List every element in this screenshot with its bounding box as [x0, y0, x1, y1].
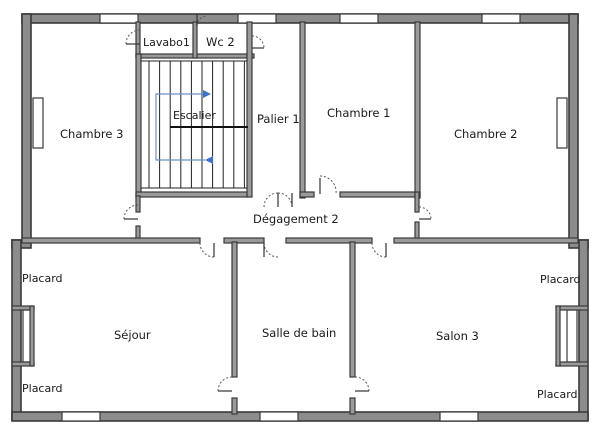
window — [99, 13, 139, 24]
wall-chambre3-right-lower — [135, 195, 141, 213]
stair-arrow — [155, 90, 213, 164]
wall-degagement-right-upper — [414, 191, 420, 213]
wall-central-right — [393, 237, 579, 244]
wall-left-lower — [11, 239, 22, 421]
window — [32, 97, 44, 149]
door-palier-2[interactable] — [277, 192, 293, 208]
wall-sejour-bain-lower — [231, 397, 238, 415]
door-top-room-right[interactable] — [251, 35, 265, 49]
label-lavabo: Lavabo1 — [143, 36, 190, 49]
wall-placard-tr — [555, 305, 589, 311]
door-chambre2[interactable] — [418, 206, 432, 220]
stair-treads — [148, 61, 245, 188]
label-placard-tl: Placard — [22, 272, 63, 285]
wall-central-mid1 — [223, 237, 265, 244]
label-placard-bl: Placard — [22, 382, 63, 395]
wall-right-upper — [568, 13, 579, 241]
door-bain[interactable] — [263, 242, 279, 258]
wall-right-lower — [578, 239, 589, 421]
doors — [123, 14, 432, 392]
wall-sejour-bain-upper — [231, 241, 238, 378]
room-labels: Lavabo1 Wc 2 Escalier Palier 1 Chambre 1… — [22, 35, 581, 401]
stair-arrow-head-up — [203, 90, 211, 98]
window — [556, 97, 568, 149]
door-wc[interactable] — [196, 14, 208, 27]
label-chambre1: Chambre 1 — [327, 106, 390, 120]
wall-lavabo-left — [135, 21, 141, 58]
wall-stair-left — [135, 53, 142, 197]
outer-walls — [11, 13, 589, 422]
stair-arrow-path — [155, 93, 205, 161]
wall-stair-bottom — [135, 191, 249, 198]
wall-chambre1-bottom-right — [339, 191, 421, 198]
wall-central-left — [21, 237, 201, 244]
wall-bottom — [11, 411, 589, 422]
windows — [22, 13, 578, 422]
wall-degagement-right-lower — [414, 221, 420, 241]
window — [481, 13, 521, 24]
door-sejour-bain[interactable] — [217, 376, 233, 392]
label-degagement: Dégagement 2 — [253, 212, 339, 226]
wall-stair-right — [246, 21, 253, 198]
label-placard-br: Placard — [537, 388, 578, 401]
wall-bain-salon-upper — [349, 241, 356, 378]
door-salon[interactable] — [371, 242, 387, 258]
label-chambre3: Chambre 3 — [60, 127, 123, 141]
window — [259, 411, 299, 422]
wall-chambre2-left — [414, 21, 421, 199]
window — [339, 13, 379, 24]
label-placard-tr: Placard — [540, 273, 581, 286]
label-salle-de-bain: Salle de bain — [262, 326, 336, 340]
window — [237, 13, 277, 24]
label-salon: Salon 3 — [436, 329, 479, 343]
label-sejour: Séjour — [114, 328, 151, 342]
wall-placard-br — [555, 361, 589, 367]
interior-walls — [11, 21, 589, 415]
window — [439, 411, 479, 422]
wall-left-upper — [21, 13, 32, 241]
stair-arrow-head-down — [205, 156, 213, 164]
wall-palier-chambre1 — [299, 21, 306, 199]
wall-lavabo-wc — [192, 21, 198, 59]
window — [61, 411, 101, 422]
door-chambre3[interactable] — [123, 204, 139, 220]
wall-placard-left-inner — [29, 305, 35, 367]
label-chambre2: Chambre 2 — [454, 127, 517, 141]
window — [566, 309, 578, 363]
wall-placard-right-inner — [555, 305, 561, 367]
wall-chambre1-bottom-left — [299, 191, 315, 198]
label-palier: Palier 1 — [257, 112, 300, 126]
door-lavabo[interactable] — [125, 29, 141, 45]
label-escalier: Escalier — [173, 109, 216, 122]
door-palier[interactable] — [263, 192, 279, 208]
wall-bain-salon-lower — [349, 397, 356, 415]
wall-central-mid2 — [285, 237, 373, 244]
door-chambre1[interactable] — [319, 175, 337, 195]
door-sejour[interactable] — [199, 242, 215, 258]
door-bain-salon[interactable] — [354, 376, 370, 392]
label-wc: Wc 2 — [206, 35, 235, 49]
